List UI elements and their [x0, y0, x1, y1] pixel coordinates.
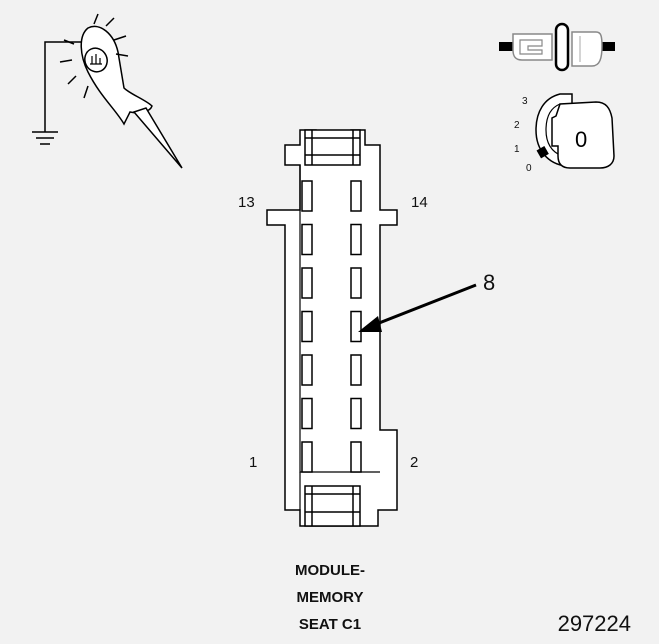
pin-cavity — [301, 397, 313, 430]
pin-cavity — [301, 223, 313, 256]
pin-cavity — [350, 267, 362, 299]
pin-label-13: 13 — [238, 194, 255, 211]
pin-cavity — [350, 441, 362, 473]
connector-body — [266, 129, 398, 527]
pin-cavity — [301, 267, 313, 299]
ignition-position-2: 2 — [514, 120, 520, 131]
ignition-position-0: 0 — [526, 163, 532, 174]
key-glyph: 0 — [575, 127, 587, 152]
pin-cavity — [350, 354, 362, 386]
connector-pin-cavities — [301, 180, 362, 473]
pin-label-1: 1 — [249, 454, 257, 471]
pin-cavity — [301, 354, 313, 386]
pin-cavity — [301, 180, 313, 212]
pin-label-2: 2 — [410, 454, 418, 471]
callout-pin-number: 8 — [483, 270, 495, 295]
pin-cavity — [350, 223, 362, 256]
figure-number: 297224 — [557, 611, 631, 636]
pin-cavity — [350, 310, 362, 343]
pin-cavity — [301, 441, 313, 473]
ignition-position-3: 3 — [522, 96, 528, 107]
ground-symbol-icon — [32, 131, 58, 145]
caption-line-3: SEAT C1 — [298, 616, 362, 633]
ignition-position-1: 1 — [514, 144, 520, 155]
caption-line-2: MEMORY — [296, 589, 364, 606]
pin-callout-arrow — [358, 283, 477, 332]
pin-cavity — [301, 310, 313, 343]
fuse-icon — [499, 22, 615, 72]
bottom-latch — [304, 485, 361, 527]
pin-cavity — [350, 397, 362, 430]
top-latch — [304, 129, 361, 166]
pin-cavity — [350, 180, 362, 212]
caption-line-1: MODULE- — [295, 562, 365, 579]
pin-label-14: 14 — [411, 194, 428, 211]
ignition-switch-icon: 3 2 1 0 0 — [514, 93, 615, 174]
test-light-probe-icon — [32, 13, 183, 169]
